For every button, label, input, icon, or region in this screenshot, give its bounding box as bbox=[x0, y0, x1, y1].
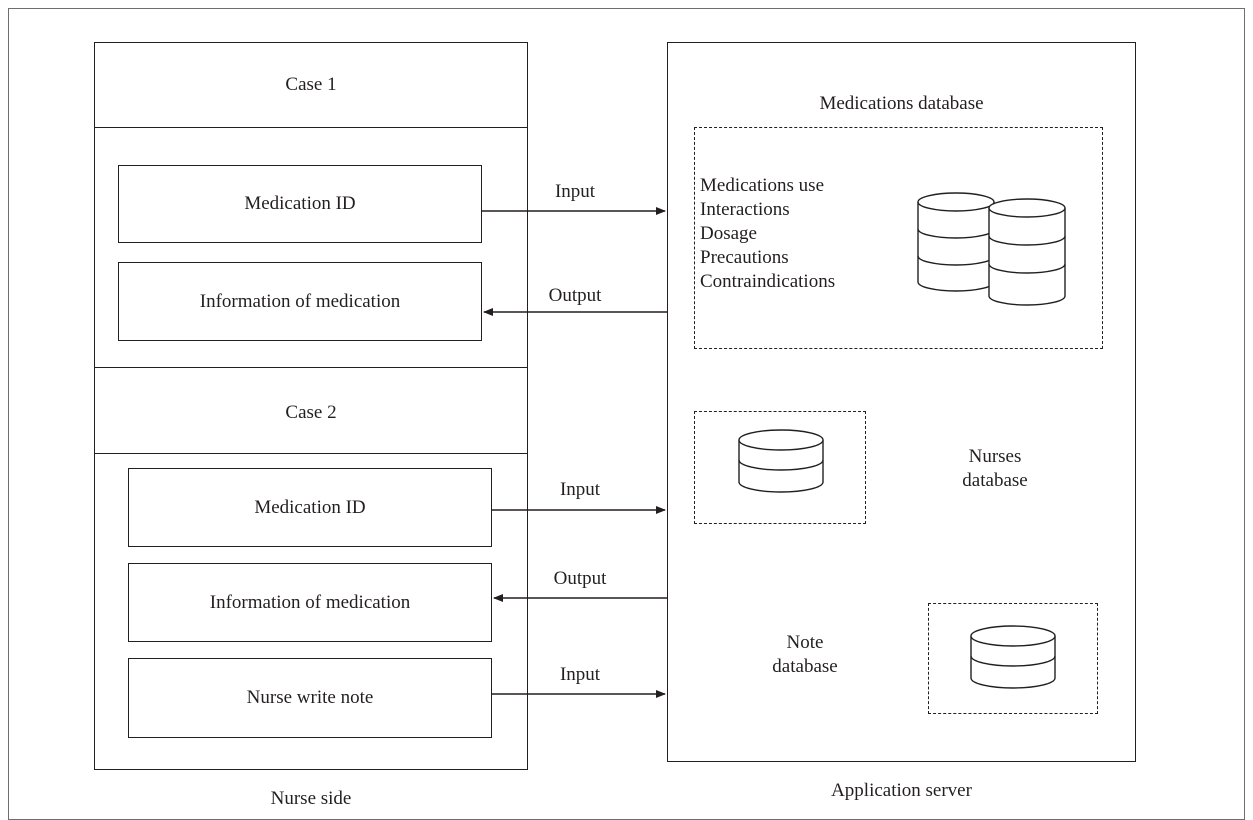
case2-information-box: Information of medication bbox=[128, 563, 492, 642]
case2-write-note-label: Nurse write note bbox=[246, 687, 374, 708]
medications-db-title: Medications database bbox=[819, 93, 984, 114]
case2-medication-id-box: Medication ID bbox=[128, 468, 492, 547]
note-db-label-line1: Note bbox=[786, 632, 824, 653]
medications-db-item: Contraindications bbox=[700, 271, 836, 292]
arrow-label-output: Output bbox=[548, 285, 602, 306]
arrow-label-output: Output bbox=[553, 568, 607, 589]
medications-db-region bbox=[694, 127, 1103, 349]
note-db-label-line2: database bbox=[772, 656, 838, 677]
medications-db-item-list: Medications use Interactions Dosage Prec… bbox=[700, 174, 835, 294]
database-icon bbox=[970, 625, 1056, 689]
case1-divider bbox=[94, 127, 528, 128]
medications-db-item: Medications use bbox=[700, 175, 825, 196]
arrow-label-input: Input bbox=[559, 664, 601, 685]
nurse-side-panel bbox=[94, 42, 528, 770]
case2-write-note-box: Nurse write note bbox=[128, 658, 492, 738]
medications-db-item: Interactions bbox=[700, 199, 790, 220]
case2-medication-id-label: Medication ID bbox=[254, 496, 366, 518]
note-db-region bbox=[928, 603, 1098, 714]
application-server-panel bbox=[667, 42, 1136, 762]
nurses-db-label-line1: Nurses bbox=[968, 446, 1022, 467]
case1-information-label: Information of medication bbox=[199, 290, 401, 312]
medications-db-item: Dosage bbox=[700, 223, 757, 244]
case1-medication-id-label: Medication ID bbox=[244, 193, 356, 214]
case2-information-label: Information of medication bbox=[209, 591, 411, 613]
case2-title: Case 2 bbox=[285, 402, 337, 423]
case1-title: Case 1 bbox=[285, 74, 337, 95]
database-icon bbox=[738, 429, 824, 493]
arrow-label-input: Input bbox=[559, 479, 601, 500]
arrow-label-input: Input bbox=[554, 181, 596, 202]
case1-medication-id-box: Medication ID bbox=[118, 165, 482, 243]
case2-top-divider bbox=[94, 367, 528, 368]
nurses-db-label-line2: database bbox=[962, 470, 1028, 491]
medications-db-item: Precautions bbox=[700, 247, 789, 268]
nurse-side-label: Nurse side bbox=[270, 788, 352, 809]
application-server-label: Application server bbox=[831, 780, 972, 801]
case1-information-box: Information of medication bbox=[118, 262, 482, 341]
case2-divider bbox=[94, 453, 528, 454]
database-icon bbox=[917, 192, 1066, 306]
nurses-db-region bbox=[694, 411, 866, 524]
